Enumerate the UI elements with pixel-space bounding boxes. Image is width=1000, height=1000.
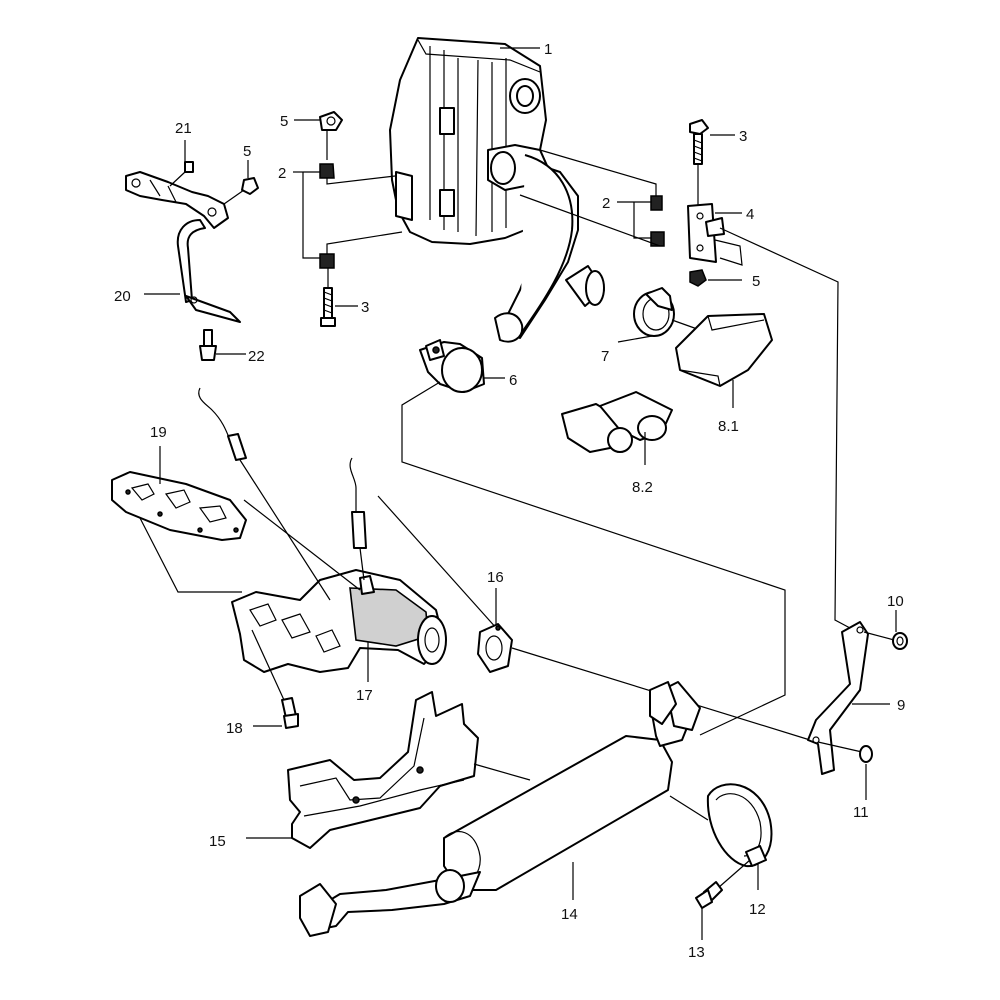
label-5c: 5 — [752, 273, 760, 290]
nut-part-11 — [817, 741, 873, 763]
label-15: 15 — [209, 833, 226, 850]
label-17: 17 — [356, 687, 373, 704]
label-8-2: 8.2 — [632, 479, 653, 496]
leader-12-b — [669, 795, 709, 821]
label-3b: 3 — [361, 299, 369, 316]
clamp-part-6 — [419, 339, 485, 393]
leader-sensor — [243, 499, 361, 591]
clamp-part-7 — [633, 287, 701, 337]
bolt-part — [320, 268, 336, 327]
label-4: 4 — [746, 206, 754, 223]
label-22: 22 — [248, 348, 265, 365]
hanger-bracket-part — [125, 171, 241, 323]
gasket-part-19 — [111, 471, 247, 541]
bolt-part-right — [689, 119, 709, 205]
label-6: 6 — [509, 372, 517, 389]
strap-part-12 — [706, 783, 773, 868]
oxygen-sensor-2 — [349, 457, 367, 581]
label-18: 18 — [226, 720, 243, 737]
label-2b: 2 — [602, 195, 610, 212]
label-16: 16 — [487, 569, 504, 586]
leader-19-b — [139, 517, 242, 593]
leader-to-16 — [377, 495, 499, 631]
label-2a: 2 — [278, 165, 286, 182]
bracket-part-9 — [807, 621, 869, 775]
label-5a: 5 — [280, 113, 288, 130]
oxygen-sensor-1 — [198, 387, 331, 601]
label-3a: 3 — [739, 128, 747, 145]
label-5b: 5 — [243, 143, 251, 160]
leader-7 — [617, 335, 653, 343]
label-12: 12 — [749, 901, 766, 918]
label-20: 20 — [114, 288, 131, 305]
label-9: 9 — [897, 697, 905, 714]
nut-part — [319, 111, 343, 160]
leader-15-b — [473, 763, 531, 781]
gasket-part-16 — [477, 623, 513, 673]
rubber-bushing-right — [519, 149, 665, 247]
label-1: 1 — [544, 41, 552, 58]
manifold-catalyst-part-17 — [231, 569, 447, 673]
leader-6-to-14 — [401, 381, 786, 736]
nut-part-10 — [863, 631, 908, 650]
heat-shield-part-15 — [287, 691, 479, 849]
bolt-21 — [169, 140, 194, 187]
rubber-bushing-left — [302, 163, 403, 269]
label-10: 10 — [887, 593, 904, 610]
front-muffler-part-14 — [299, 681, 701, 937]
label-13: 13 — [688, 944, 705, 961]
label-14: 14 — [561, 906, 578, 923]
nut-part-right — [689, 269, 707, 287]
bolt-22 — [199, 329, 246, 361]
bracket-part-4 — [687, 203, 851, 629]
bolt-part-18 — [251, 629, 299, 729]
label-8-1: 8.1 — [718, 418, 739, 435]
label-11: 11 — [853, 804, 869, 821]
bolt-part-13 — [695, 859, 751, 940]
label-7: 7 — [601, 348, 609, 365]
tailpipe-part-8-1 — [675, 313, 773, 387]
nut-5b — [223, 160, 259, 205]
rear-muffler-part — [389, 37, 605, 343]
label-21: 21 — [175, 120, 192, 137]
label-19: 19 — [150, 424, 167, 441]
tailpipe-part-8-2 — [561, 391, 673, 453]
